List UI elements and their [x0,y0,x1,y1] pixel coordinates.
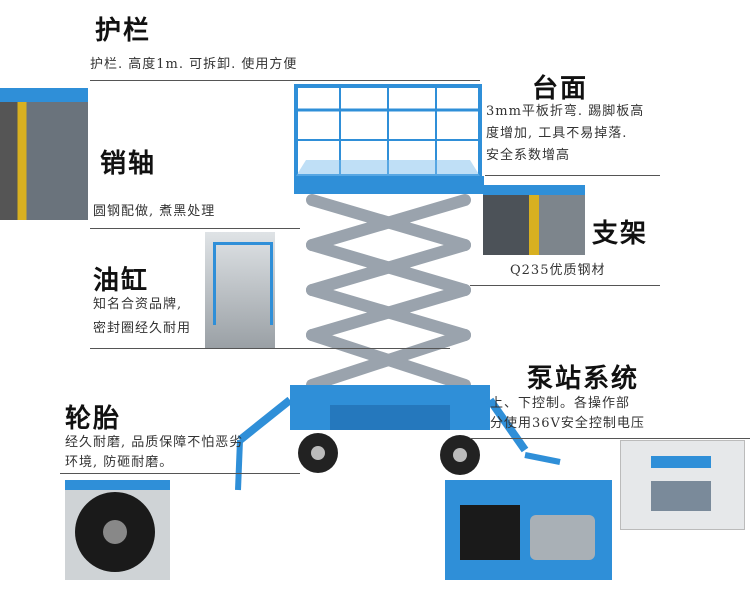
divider [60,473,300,474]
platform-deck [294,176,484,194]
pin-shaft-photo [0,88,88,220]
pin-desc: 圆钢配做, 煮黑处理 [93,204,216,219]
guardrail-title: 护栏 [95,16,152,46]
divider [90,348,450,349]
control-box-photo [620,440,745,530]
pump-title: 泵站系统 [527,364,640,394]
cylinder-desc-2: 密封圈经久耐用 [93,321,192,336]
pump-desc-2: 分使用36V安全控制电压 [490,416,645,431]
platform-desc-2: 度增加, 工具不易掉落. [486,126,628,141]
scissor-arms [306,194,471,391]
tire-desc-1: 经久耐磨, 品质保障不怕恶劣 [65,435,244,450]
divider [470,285,660,286]
cylinder-title: 油缸 [93,266,150,296]
guardrail-desc: 护栏. 高度1m. 可拆卸. 使用方便 [90,57,298,72]
platform-desc-3: 安全系数增高 [486,148,571,163]
base-chassis [235,385,561,491]
platform-title: 台面 [532,74,589,104]
divider [485,175,660,176]
divider [90,80,480,81]
tire-photo [65,480,170,580]
pump-station-photo [445,480,612,580]
bracket-desc: Q235优质钢材 [510,263,606,278]
bracket-photo [483,185,585,255]
platform-desc-1: 3mm平板折弯. 踢脚板高 [486,104,645,119]
tire-title: 轮胎 [65,404,122,434]
cylinder-desc-1: 知名合资品牌, [93,297,183,312]
divider [470,438,750,439]
bracket-title: 支架 [592,219,649,249]
pin-title: 销轴 [100,149,157,179]
cylinder-photo [205,232,275,348]
divider [90,228,300,229]
pump-desc-1: 上、下控制。各操作部 [490,396,631,411]
tire-desc-2: 环境, 防砸耐磨。 [65,455,174,470]
guardrail-drawing [294,84,482,178]
